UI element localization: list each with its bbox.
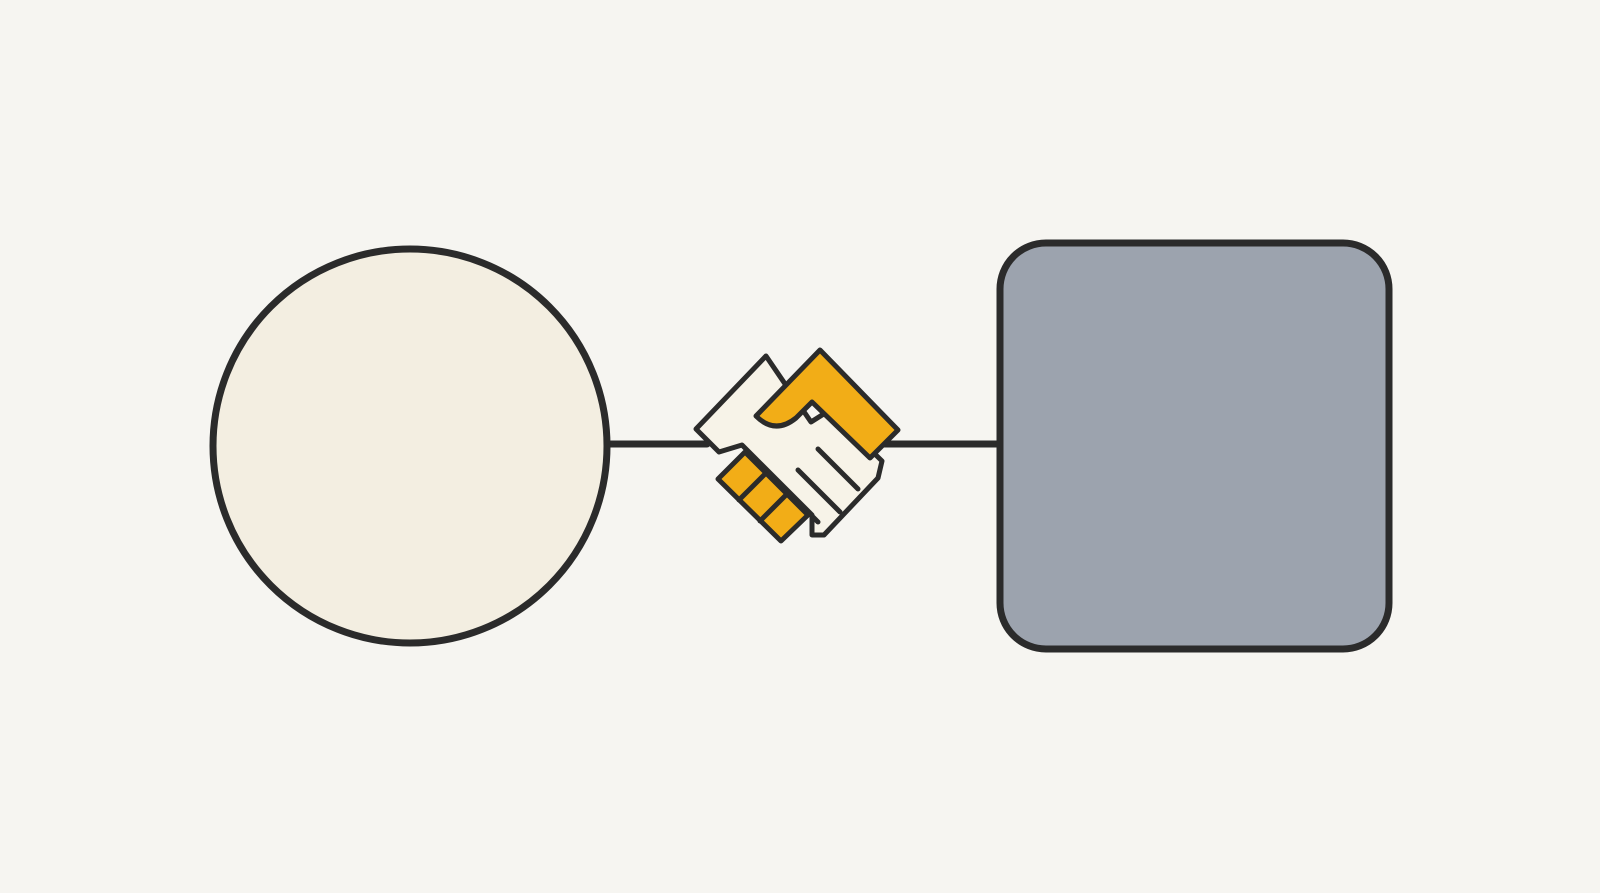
handshake-icon bbox=[693, 347, 901, 544]
finger-line-1 bbox=[815, 446, 861, 492]
cuff-stripe-1 bbox=[736, 471, 768, 503]
finger-line-2 bbox=[795, 467, 843, 515]
right-hand-shape bbox=[753, 347, 901, 461]
cuff-stripe-2 bbox=[757, 492, 789, 524]
left-node-circle bbox=[209, 245, 611, 647]
right-node-square bbox=[996, 239, 1393, 653]
finger-line-3 bbox=[779, 483, 821, 525]
